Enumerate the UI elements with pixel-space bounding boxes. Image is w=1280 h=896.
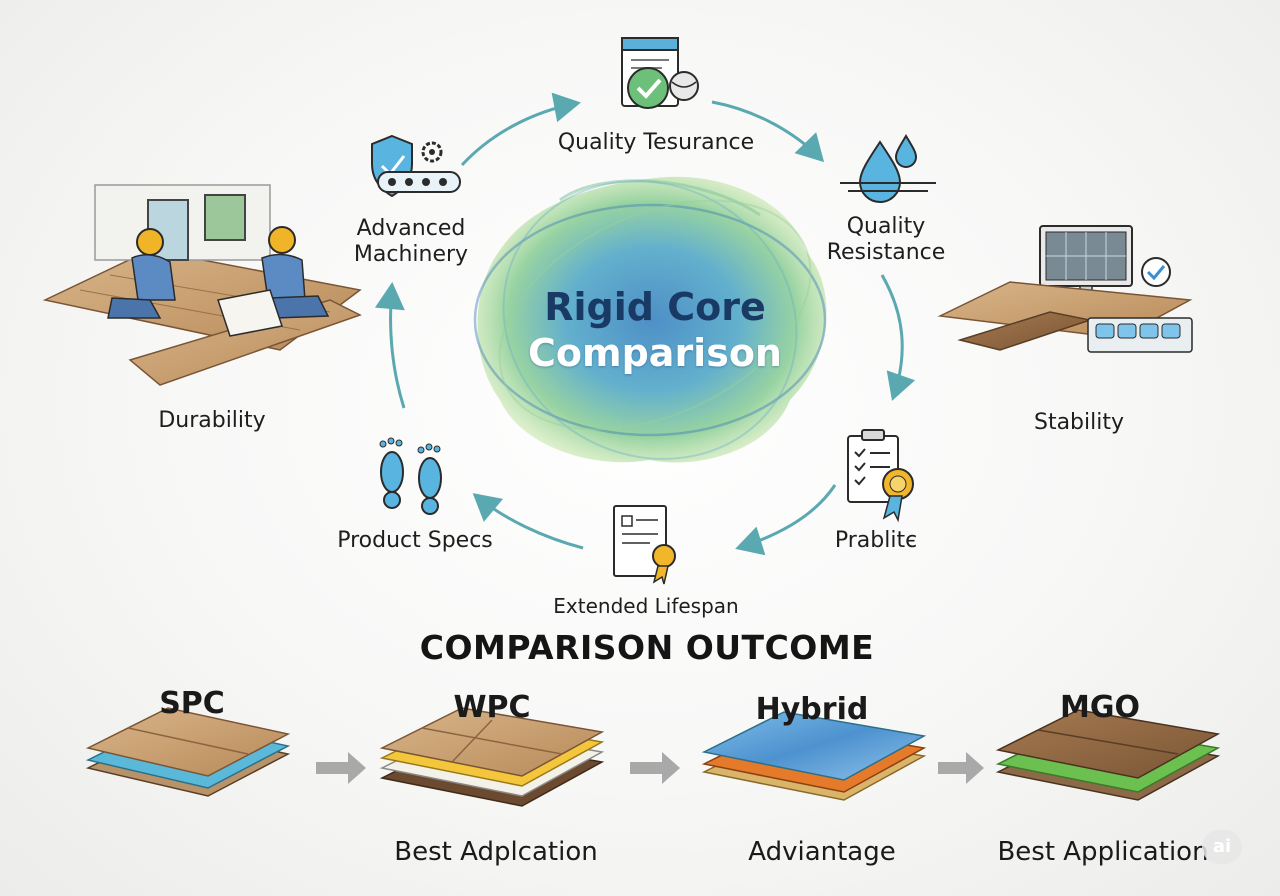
- label-quality-resistance-line1: Quality: [846, 214, 926, 239]
- arrow-tesurance-to-resistance: [711, 100, 825, 163]
- spc-layers: [85, 707, 291, 797]
- type-name-spc: SPC: [159, 686, 225, 721]
- stability-illustration: [937, 225, 1193, 353]
- label-quality-resistance-line2: Resistance: [826, 240, 946, 265]
- arrow-lifespan-to-specs: [472, 493, 584, 550]
- label-advanced-machinery: Advanced Machinery: [354, 216, 468, 268]
- clipboard-award-icon: [847, 429, 914, 523]
- label-adviantage: Adviantage: [748, 837, 896, 867]
- center-title-line1: Rigid Core: [544, 285, 766, 329]
- center-title: Rigid Core Comparison: [528, 284, 782, 376]
- ai-badge: ai: [1202, 830, 1242, 864]
- label-advanced-machinery-line1: Advanced: [356, 216, 466, 241]
- label-quality-tesurance: Quality Tesurance: [557, 130, 755, 155]
- center-title-line2: Comparison: [528, 331, 782, 375]
- mgo-layers: [995, 709, 1221, 801]
- arrow-prablite-to-lifespan: [735, 484, 837, 556]
- label-product-specs: Product Specs: [337, 528, 493, 553]
- type-name-mgo: MGO: [1060, 690, 1140, 725]
- cycle-arrows: [374, 92, 916, 556]
- arrow-machinery-to-tesurance: [460, 92, 581, 167]
- arrow-specs-to-machinery: [374, 282, 406, 409]
- label-advanced-machinery-line2: Machinery: [353, 242, 469, 267]
- type-name-hybrid: Hybrid: [755, 692, 869, 727]
- outcome-title: COMPARISON OUTCOME: [419, 628, 875, 667]
- label-best-application: Best Application: [997, 837, 1209, 867]
- flow-arrows: [316, 752, 984, 784]
- label-extended-lifespan: Extended Lifespan: [553, 594, 739, 618]
- flow-arrow-2: [630, 752, 680, 784]
- label-durability: Durability: [158, 408, 266, 433]
- flow-arrow-1: [316, 752, 366, 784]
- flow-arrow-3: [938, 752, 984, 784]
- label-best-adplcation: Best Adplcation: [394, 837, 598, 867]
- arrow-resistance-to-prablite: [880, 274, 916, 401]
- label-prablite: Prablitє: [834, 528, 918, 553]
- water-drop-icon: [840, 134, 936, 203]
- certificate-icon: [613, 505, 676, 585]
- label-stability: Stability: [1033, 410, 1125, 435]
- center-blob: [473, 176, 827, 463]
- installation-illustration: [42, 184, 362, 386]
- document-check-icon: [621, 37, 699, 109]
- footprints-icon: [379, 437, 442, 515]
- shield-gear-icon: [371, 134, 461, 198]
- wpc-layers: [379, 707, 605, 807]
- type-name-wpc: WPC: [453, 690, 531, 725]
- label-quality-resistance: Quality Resistance: [827, 214, 946, 266]
- hybrid-layers: [701, 711, 927, 801]
